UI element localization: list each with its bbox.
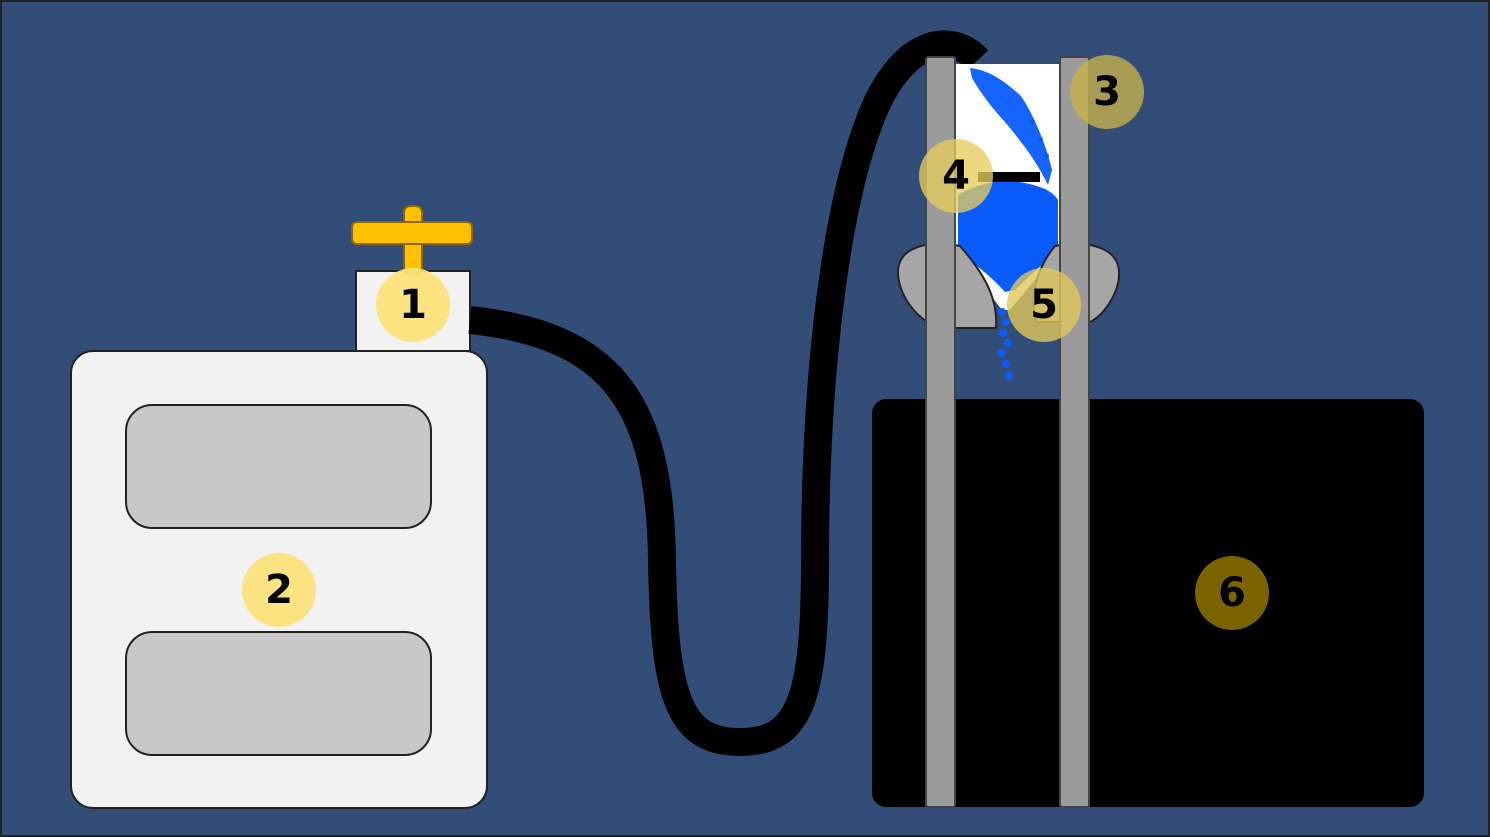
stand-base bbox=[872, 399, 1424, 807]
baffle bbox=[978, 172, 1040, 182]
water bbox=[958, 68, 1058, 380]
tube-rail-right bbox=[1059, 56, 1090, 808]
marker-circle bbox=[1007, 268, 1081, 342]
water-pool bbox=[958, 180, 1058, 292]
hose bbox=[468, 30, 989, 757]
water-drop bbox=[1002, 360, 1010, 368]
water-drop bbox=[1029, 119, 1035, 125]
water-drop bbox=[1004, 339, 1012, 347]
water-drop bbox=[1043, 153, 1049, 159]
marker-label: 1 bbox=[399, 282, 427, 328]
marker-circle bbox=[376, 268, 450, 342]
marker-label: 3 bbox=[1093, 69, 1121, 115]
marker-circle bbox=[242, 553, 316, 627]
water-drop bbox=[999, 329, 1007, 337]
water-drop bbox=[998, 349, 1006, 357]
marker-label: 6 bbox=[1218, 570, 1246, 616]
generator-panel-bottom bbox=[125, 631, 432, 756]
water-spray bbox=[970, 68, 1052, 185]
marker-label: 2 bbox=[265, 567, 293, 613]
water-drop bbox=[1002, 318, 1010, 326]
marker-2: 2 bbox=[242, 553, 316, 627]
marker-6: 6 bbox=[1195, 556, 1269, 630]
marker-3: 3 bbox=[1070, 55, 1144, 129]
water-drop bbox=[998, 308, 1006, 316]
generator-panel-top bbox=[125, 404, 432, 529]
marker-label: 4 bbox=[942, 153, 970, 199]
water-drop bbox=[1037, 137, 1043, 143]
marker-label: 5 bbox=[1030, 282, 1058, 328]
valve-handle-bar bbox=[351, 221, 473, 245]
tube-rail-left bbox=[925, 56, 956, 808]
water-drop bbox=[1005, 372, 1013, 380]
marker-circle bbox=[919, 139, 993, 213]
marker-circle bbox=[1195, 556, 1269, 630]
marker-5: 5 bbox=[1007, 268, 1081, 342]
marker-1: 1 bbox=[376, 268, 450, 342]
marker-4: 4 bbox=[919, 139, 993, 213]
marker-circle bbox=[1070, 55, 1144, 129]
